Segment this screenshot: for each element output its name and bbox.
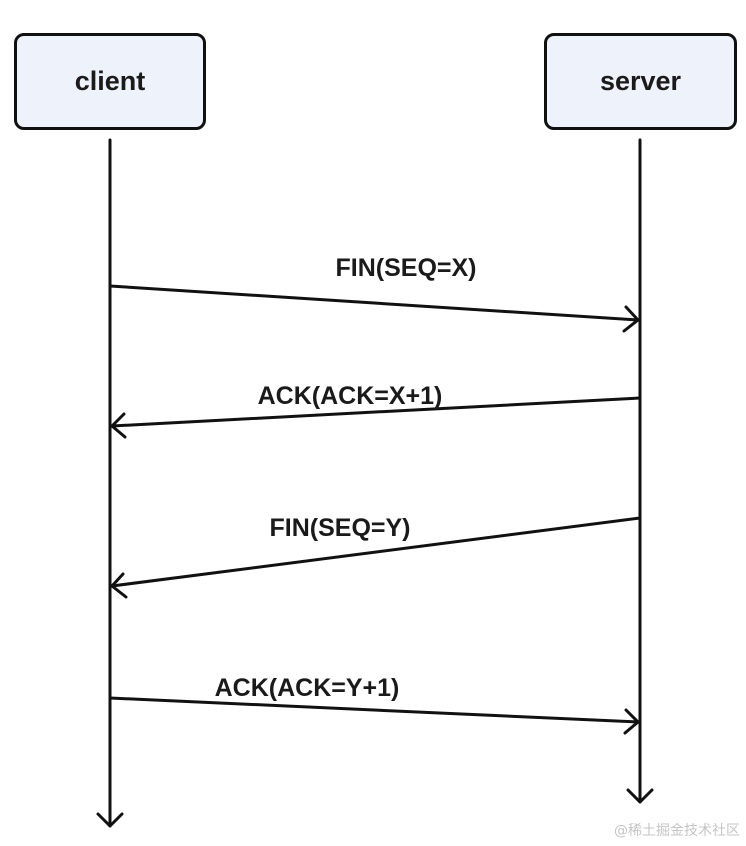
- message-2-label: ACK(ACK=X+1): [258, 382, 443, 410]
- message-3-arrow: [110, 516, 642, 588]
- server-label: server: [599, 66, 682, 96]
- message-4-arrow: [108, 696, 640, 724]
- message-2-arrowhead: [110, 412, 127, 439]
- client-lifeline-arrowhead: [96, 812, 124, 828]
- message-3-label: FIN(SEQ=Y): [270, 514, 411, 542]
- message-1-arrowhead: [622, 305, 640, 333]
- watermark-text: @稀土掘金技术社区: [614, 823, 740, 839]
- client-label: client: [74, 66, 146, 96]
- message-3-arrowhead: [110, 572, 128, 599]
- message-4-arrowhead: [623, 708, 640, 735]
- message-2-arrow: [110, 396, 642, 428]
- message-1-arrow: [108, 284, 640, 322]
- message-1-label: FIN(SEQ=X): [336, 254, 477, 282]
- client-box: client: [14, 33, 206, 130]
- message-4-label: ACK(ACK=Y+1): [215, 674, 400, 702]
- server-box: server: [544, 33, 737, 130]
- server-lifeline-arrowhead: [626, 788, 654, 804]
